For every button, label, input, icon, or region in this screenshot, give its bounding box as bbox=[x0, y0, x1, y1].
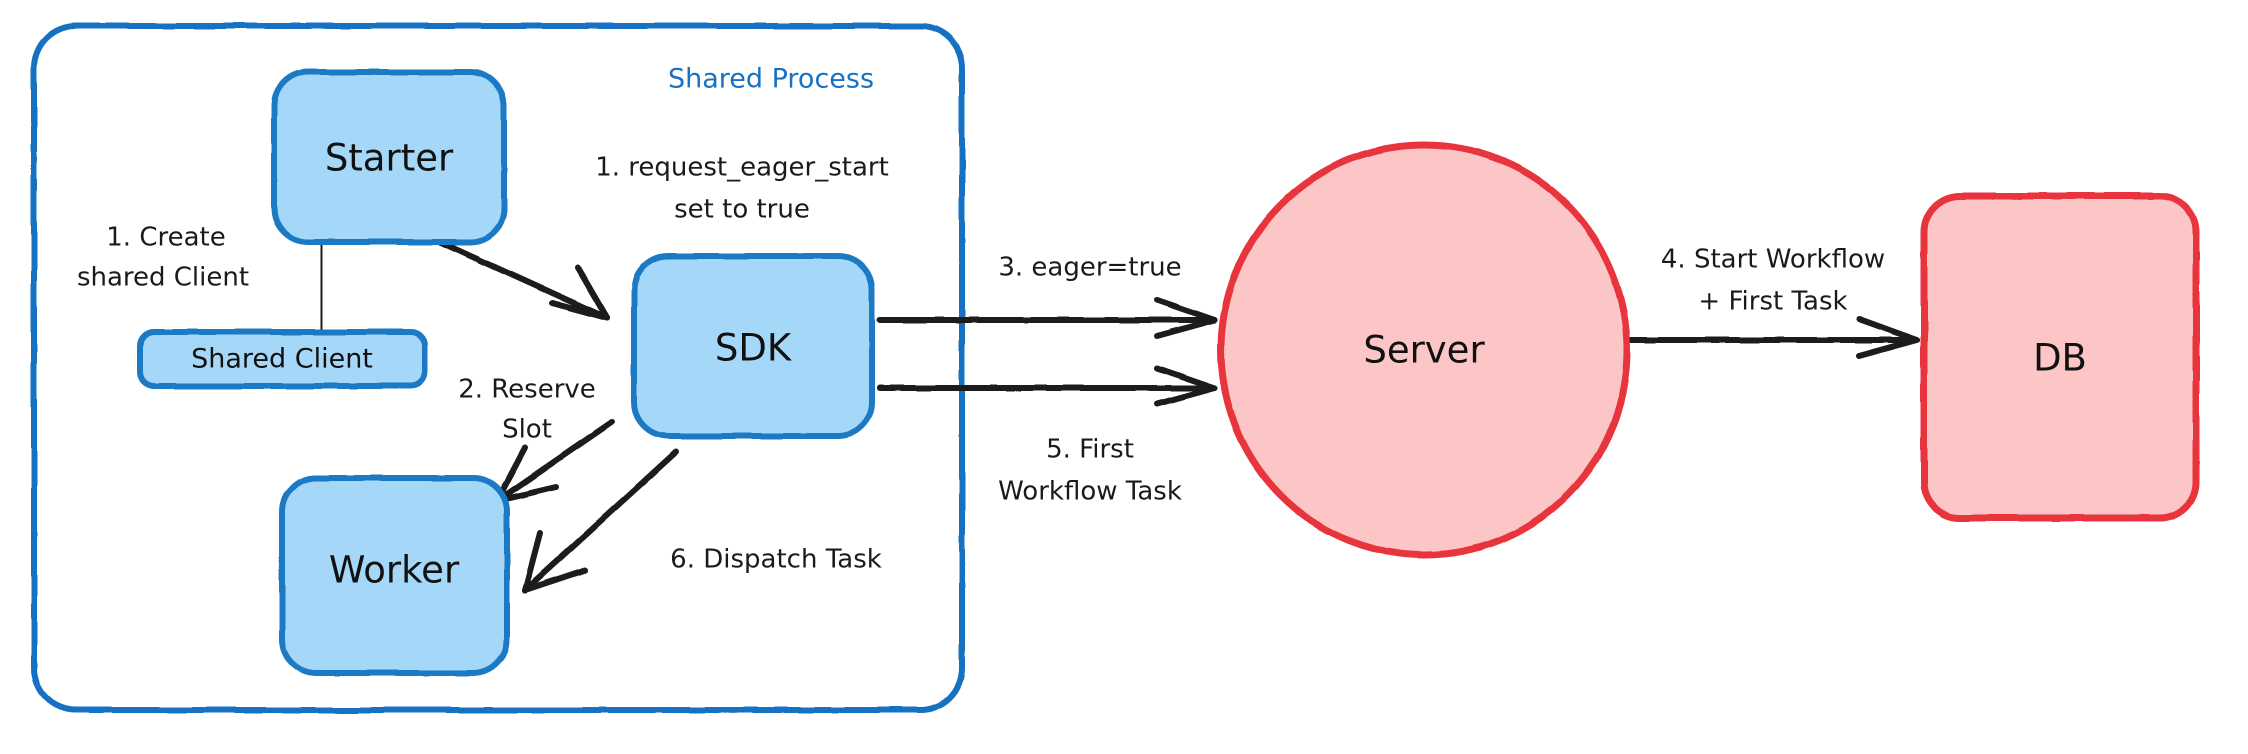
node-sdk[interactable]: SDK bbox=[631, 253, 875, 439]
edge-starter-shared-client-line bbox=[318, 234, 325, 340]
shared-process-label: Shared Process bbox=[668, 64, 874, 95]
db-shape bbox=[1920, 192, 2200, 522]
edge-label-dispatch-task-line1: 6. Dispatch Task bbox=[670, 545, 882, 575]
node-worker[interactable]: Worker bbox=[279, 475, 510, 676]
edge-label-create-shared-client-line1: 1. Create bbox=[106, 223, 225, 253]
node-starter[interactable]: Starter bbox=[271, 69, 507, 245]
edge-label-first-workflow-task: 5. First Workflow Task bbox=[998, 435, 1182, 507]
shared-process-boundary bbox=[31, 23, 965, 713]
starter-label: Starter bbox=[325, 137, 454, 180]
edge-label-first-workflow-task-line1: 5. First bbox=[1046, 435, 1134, 465]
edge-sdk-worker-dispatch-arrow bbox=[522, 449, 679, 593]
edge-label-create-shared-client: 1. Create shared Client bbox=[77, 223, 249, 293]
db-label: DB bbox=[2033, 337, 2087, 380]
worker-shape bbox=[279, 475, 510, 676]
edge-label-request-eager-start-line1: 1. request_eager_start bbox=[595, 153, 889, 183]
shared-client-shape bbox=[137, 329, 428, 389]
edge-label-reserve-slot-line2: Slot bbox=[502, 415, 552, 445]
sdk-label: SDK bbox=[715, 327, 793, 370]
edge-label-start-workflow: 4. Start Workflow + First Task bbox=[1661, 245, 1885, 317]
edge-label-create-shared-client-line2: shared Client bbox=[77, 263, 249, 293]
edge-label-eager-true: 3. eager=true bbox=[998, 253, 1181, 283]
edge-label-dispatch-task: 6. Dispatch Task bbox=[670, 545, 882, 575]
edge-label-request-eager-start-line2: set to true bbox=[674, 195, 810, 225]
edge-sdk-server-eager-arrow bbox=[877, 297, 1218, 339]
edge-label-request-eager-start: 1. request_eager_start set to true bbox=[595, 153, 889, 225]
shared-process-group[interactable]: Shared Process bbox=[31, 23, 965, 713]
edge-server-sdk-firsttask-arrow bbox=[877, 365, 1218, 407]
worker-label: Worker bbox=[329, 549, 460, 592]
starter-shape bbox=[271, 69, 507, 245]
edge-label-reserve-slot-line1: 2. Reserve bbox=[458, 375, 596, 405]
server-label: Server bbox=[1363, 329, 1485, 372]
edge-label-start-workflow-line1: 4. Start Workflow bbox=[1661, 245, 1885, 275]
edge-label-start-workflow-line2: + First Task bbox=[1698, 287, 1847, 317]
node-server[interactable]: Server bbox=[1217, 141, 1631, 559]
shared-client-label: Shared Client bbox=[191, 344, 373, 375]
server-shape bbox=[1217, 141, 1631, 559]
edge-server-db-arrow bbox=[1627, 316, 1920, 359]
edge-label-reserve-slot: 2. Reserve Slot bbox=[458, 375, 596, 445]
edge-label-first-workflow-task-line2: Workflow Task bbox=[998, 477, 1182, 507]
edge-label-eager-true-line1: 3. eager=true bbox=[998, 253, 1181, 283]
sdk-shape bbox=[631, 253, 875, 439]
node-shared-client[interactable]: Shared Client bbox=[137, 329, 428, 389]
node-db[interactable]: DB bbox=[1920, 192, 2200, 522]
